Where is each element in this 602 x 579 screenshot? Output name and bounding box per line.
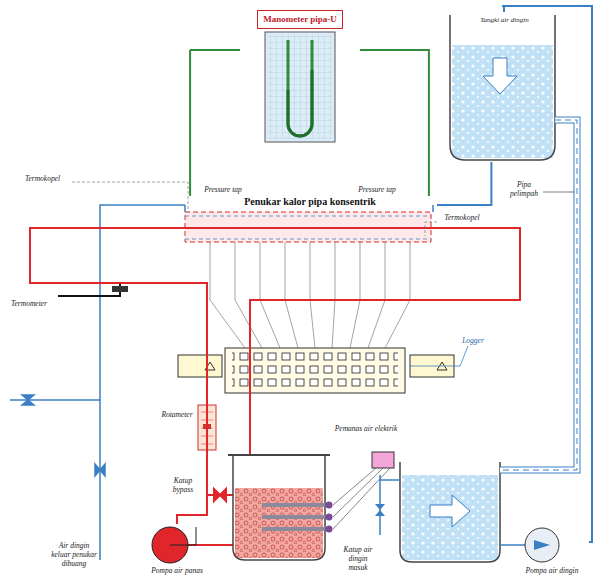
heater-box: Pemanas air elektrik	[328, 424, 404, 474]
cold-water-drain-pipe-part	[10, 399, 100, 401]
pump-box: Pompa air dingin	[515, 524, 589, 575]
part-label: Termokopel	[437, 213, 487, 222]
manometer-part	[265, 32, 335, 142]
thermometer	[58, 283, 128, 296]
tank-box: Tangki air dingin	[450, 12, 559, 162]
node-text: Manometer pipa-U	[257, 10, 343, 29]
thermocouple-wire	[72, 182, 437, 348]
pipe-connector	[190, 50, 240, 196]
hot-water-pipe-part	[214, 489, 226, 501]
part-label: Katup bypass	[164, 476, 202, 494]
thermometer-part	[58, 283, 120, 296]
part-label: Air dingin keluar penukar dibuang	[50, 541, 98, 568]
part-label: Termometer	[4, 299, 54, 308]
cold-water-tank-part	[400, 462, 500, 562]
data-logger	[178, 346, 468, 393]
cold-water-tank	[375, 462, 559, 562]
manometer	[265, 32, 335, 142]
overflow-pipe-part	[500, 120, 577, 470]
cold-water-drain-pipe-part	[22, 395, 34, 405]
hot-water-tank-part	[228, 454, 330, 456]
cold-water-tank-part	[402, 475, 498, 560]
cold-water-supply-tank-part	[450, 15, 555, 160]
data-logger-part	[225, 348, 405, 393]
node-text: Pompa air panas	[140, 566, 214, 575]
pipe-connector	[437, 162, 491, 205]
hot-water-tank-part	[262, 505, 325, 529]
part-label: Pipa pelimpah	[507, 180, 541, 198]
data-logger-part	[178, 355, 222, 377]
hot-water-tank-part	[326, 514, 333, 521]
cold-water-supply-tank-part	[452, 45, 553, 158]
hot-water-pump	[152, 527, 196, 563]
cold-water-tank-part	[500, 544, 525, 546]
hot-water-pipe-part	[250, 228, 520, 455]
node-text: Penukar kalor pipa konsentrik	[183, 196, 437, 208]
hot-water-tank-part	[326, 526, 333, 533]
manometer-part	[288, 70, 312, 136]
heat-exchanger-pipe-part	[183, 227, 433, 229]
heat-exchanger-pipe-part	[185, 216, 431, 239]
heat-exchanger-box: Penukar kalor pipa konsentrik	[183, 196, 437, 246]
cold-water-drain-pipe	[10, 205, 185, 560]
part-label: Pressure tap	[198, 185, 248, 194]
part-label: Termokopel	[15, 174, 70, 183]
cold-water-tank-part	[534, 540, 550, 550]
part-label: Rotameter	[158, 410, 196, 419]
node-text: Tangki air dingin	[450, 16, 559, 24]
heat-exchanger-pipe	[183, 205, 433, 242]
overflow-pipe-part	[500, 120, 577, 470]
overflow-pipe	[500, 120, 577, 470]
hot-water-tank-part	[235, 488, 323, 558]
thermometer-part	[112, 286, 128, 292]
cold-water-supply-tank-part	[483, 58, 517, 94]
hot-water-tank-part	[333, 468, 390, 529]
hot-water-pump-part	[170, 527, 196, 545]
pipe-connector	[360, 50, 429, 196]
manometer-part	[268, 35, 332, 139]
part-label: Katup air dingin masuk	[340, 545, 376, 572]
overflow-pipe-part	[500, 120, 577, 470]
cold-water-drain-pipe-part	[95, 464, 105, 476]
cold-water-tank-part	[430, 495, 470, 527]
hot-water-tank-part	[233, 455, 325, 560]
pump-box: Pompa air panas	[140, 524, 214, 575]
overflow-pipe-part	[543, 192, 574, 193]
node-text: Pompa air dingin	[515, 566, 589, 575]
cold-water-drain-pipe-part	[100, 205, 185, 560]
part-label: Pressure tap	[352, 185, 402, 194]
hot-water-tank-part	[372, 452, 394, 468]
data-logger-part	[410, 346, 468, 366]
cold-water-tank-part	[525, 528, 559, 562]
manometer-box: Manometer pipa-U	[240, 8, 360, 143]
node-text: Pemanas air elektrik	[328, 424, 404, 433]
data-logger-part	[232, 352, 398, 390]
thermocouple-wire-part	[210, 242, 410, 348]
hot-water-tank	[228, 452, 394, 560]
part-label: Logger	[456, 336, 490, 345]
cold-water-supply-tank	[450, 15, 555, 160]
cold-water-tank-part	[375, 504, 385, 516]
pipe-connector	[502, 6, 592, 542]
manometer-part	[288, 40, 312, 136]
hot-water-tank-part	[326, 502, 333, 509]
pipe-connector	[30, 228, 207, 524]
